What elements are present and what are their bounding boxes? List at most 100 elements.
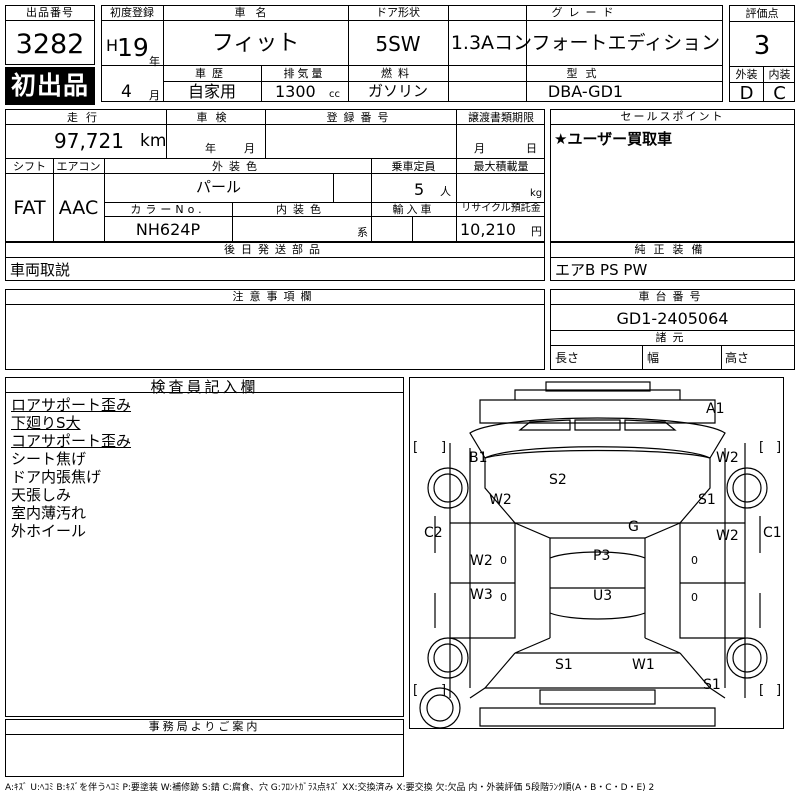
front-bumper-top [545,381,651,392]
bracket-right-rear: [ [759,683,765,698]
chassis-title: 車台番号 [551,290,794,305]
capacity-unit: 人 [440,185,451,198]
inspection-month-unit: 月 [244,142,255,155]
mark-w2-right-door: W2 [716,528,739,544]
first-listing-badge: 初出品 [5,67,95,105]
bracket-left-rear-close: ] [441,683,447,698]
sales-point-box: セールスポイント ★ユーザー買取車 [550,109,795,242]
car-name: フィット [211,31,300,56]
inspector-note: ドア内張焦げ [11,468,102,486]
score: 3 [753,31,771,61]
ext-color-label: 外装色 [212,160,263,173]
mark-p3-roof: P3 [593,548,611,564]
era: H [106,36,119,55]
model: DBA-GD1 [547,82,624,101]
inspector-note: コアサポート歪み [11,432,132,450]
later-parts-text: 車両取説 [10,261,71,279]
month-unit: 月 [149,89,160,102]
mileage: 97,721 [54,129,124,153]
mileage-unit: km [140,131,167,151]
mark-c1: C1 [763,525,782,541]
shift-label: シフト [13,160,46,173]
import-label: 輸入車 [392,203,435,216]
score-box: 評価点 3 外装 内装 D C [729,5,795,102]
ac-label: エアコン [56,160,101,173]
mark-b1-front: B1 [469,450,488,466]
year-unit: 年 [149,55,160,68]
windshield [469,417,726,459]
inspector-title: 検査員記入欄 [6,378,403,396]
wheel-front-left [427,467,469,509]
history: 自家用 [187,82,236,101]
interior-grade: C [773,83,786,102]
inspector-notes-list: ロアサポート歪み 下廻りS大 コアサポート歪み シート焦げ ドア内張焦げ 天張し… [11,396,131,540]
mark-a1: A1 [706,401,725,417]
mark-c2: C2 [424,525,443,541]
car-name-label: 車名 [234,6,277,19]
fuel: ガソリン [367,82,428,100]
office-title: 事務局よりご案内 [6,720,403,735]
recycle-label: リサイクル預託金 [461,203,541,214]
inspector-note: ロアサポート歪み [11,396,132,414]
recycle: 10,210 [460,220,516,239]
details-table: 走行 97,721 km 車検 年 月 登録番号 譲渡書類期限 月 日 シフト … [5,109,545,242]
bracket-right-front: [ [759,440,765,455]
damage-diagram: A1 B1 W2 S2 W2 S1 C2 C1 G W2 W2 P3 W3 U3… [409,377,784,729]
score-label: 評価点 [745,7,779,20]
exterior-grade: D [739,83,754,102]
mark-w2-left-door: W2 [470,553,493,569]
sales-point-text: ★ユーザー買取車 [554,130,673,148]
chassis-number: GD1-2405064 [616,309,729,328]
mark-u3: U3 [593,588,613,604]
front-bumper [479,399,716,424]
lot-number: 3282 [15,29,85,60]
fuel-label: 燃料 [381,67,415,80]
recycle-unit: 円 [531,225,542,238]
bracket-left-rear: [ [413,683,419,698]
door-label: ドア形状 [376,6,420,19]
mark-zero-left-rear: 0 [500,591,507,604]
inspector-note: 下廻りS大 [11,414,81,432]
inspector-notes-box: 検査員記入欄 ロアサポート歪み 下廻りS大 コアサポート歪み シート焦げ ドア内… [5,377,404,717]
displacement: 1300 [275,82,316,101]
transfer-day-unit: 日 [526,142,537,155]
year: 19 [117,33,149,62]
lot-block: 出品番号 3282 初出品 [5,5,95,105]
wheel-rear-right [726,637,768,679]
inspection-label: 車検 [196,111,235,124]
capacity-label: 乗車定員 [391,160,436,173]
office-notice-box: 事務局よりご案内 [5,719,404,777]
inspection-year-unit: 年 [205,142,216,155]
color-no-label: カラーNo. [130,203,206,216]
width-label: 幅 [647,351,660,365]
inspector-note: 天張しみ [11,486,72,504]
bracket-right-rear-close: ] [776,683,782,698]
transfer-month-unit: 月 [474,142,485,155]
caution-title: 注意事項欄 [6,290,544,305]
later-parts-box: 後日発送部品 車両取説 [5,242,545,281]
mark-w2-front-right: W2 [716,450,739,466]
bracket-left-front: [ [413,440,419,455]
mark-s1-right-rear: S1 [703,677,721,693]
chassis-box: 車台番号 GD1-2405064 諸元 長さ 幅 高さ [550,289,795,370]
history-label: 車歴 [195,67,229,80]
spare-tire [419,687,461,728]
month: 4 [121,82,132,102]
mark-zero-right-rear: 0 [691,591,698,604]
wheel-rear-left [427,637,469,679]
wheel-front-right [726,467,768,509]
mark-w3: W3 [470,587,493,603]
height-label: 高さ [725,351,750,365]
car-outline [419,381,768,728]
caution-box: 注意事項欄 [5,289,545,370]
later-parts-title: 後日発送部品 [6,243,544,258]
mark-zero-right: 0 [691,554,698,567]
dims-title: 諸元 [655,331,690,344]
displacement-unit: cc [329,89,340,100]
equipment-title: 純正装備 [551,243,794,258]
mark-g: G [628,519,639,535]
inspector-note: 室内薄汚れ [11,504,87,522]
inspector-note: シート焦げ [11,450,87,468]
transfer-label: 譲渡書類期限 [468,111,534,124]
max-load-label: 最大積載量 [473,160,529,173]
